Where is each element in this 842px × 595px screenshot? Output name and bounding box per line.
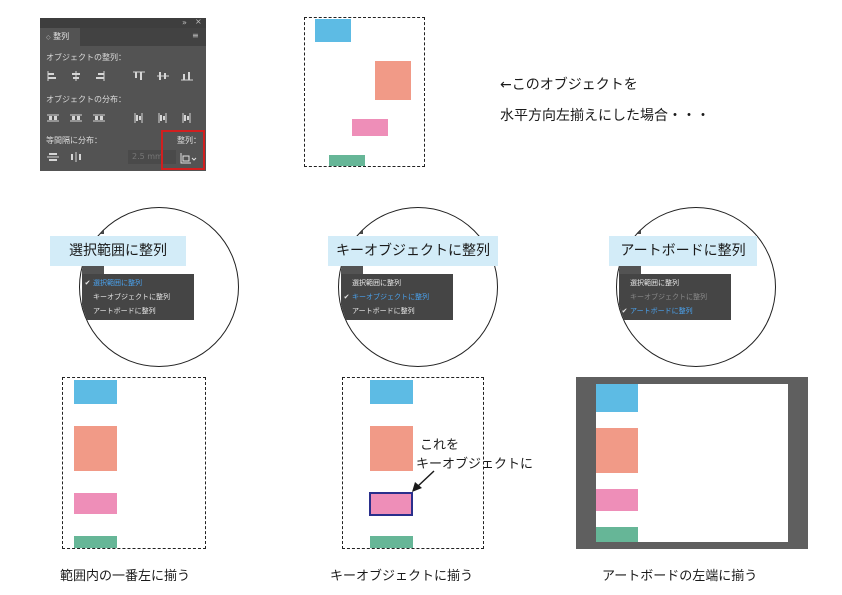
distribute-bottom-button[interactable] xyxy=(93,113,105,123)
align-hcenter-icon xyxy=(72,71,80,81)
distribute-hcenter-icon xyxy=(158,113,167,123)
panel-tab-row: ◇ 整列 ≡ xyxy=(40,28,206,46)
salmon-object[interactable] xyxy=(370,426,413,471)
artboard-result-key-object xyxy=(342,377,484,549)
menu-item-artboard[interactable]: アートボードに整列 xyxy=(352,307,415,315)
artboard-result-artboard xyxy=(596,384,788,542)
banner-selection: 選択範囲に整列 xyxy=(50,236,186,266)
green-object[interactable] xyxy=(370,536,413,548)
distribute-hspace-button[interactable] xyxy=(70,152,82,162)
pink-object[interactable] xyxy=(596,489,638,511)
banner-key-object: キーオブジェクトに整列 xyxy=(328,236,498,266)
distribute-left-icon xyxy=(134,113,143,123)
pink-object[interactable] xyxy=(74,493,117,514)
salmon-object[interactable] xyxy=(375,61,411,100)
menu-item-key-object[interactable]: キーオブジェクトに整列 xyxy=(630,293,707,301)
align-left-icon xyxy=(47,71,56,81)
menu-item-selection[interactable]: ✔選択範囲に整列 xyxy=(82,276,194,290)
artboard-result-selection xyxy=(62,377,206,549)
align-vcenter-button[interactable] xyxy=(157,71,169,81)
distribute-hspace-icon xyxy=(71,152,81,162)
collapse-panel-button[interactable]: » xyxy=(182,18,187,27)
menu-item-selection[interactable]: 選択範囲に整列 xyxy=(630,279,679,287)
panel-crop xyxy=(82,210,104,234)
annotation-line-2: キーオブジェクトに xyxy=(416,457,534,472)
salmon-object[interactable] xyxy=(596,428,638,473)
distribute-top-button[interactable] xyxy=(47,113,59,123)
align-to-dropdown[interactable] xyxy=(180,152,198,167)
distribute-left-button[interactable] xyxy=(133,113,145,123)
arrow-icon xyxy=(412,470,435,492)
green-object[interactable] xyxy=(329,155,365,166)
caption-key-object: キーオブジェクトに揃う xyxy=(330,569,474,584)
tab-diamond-icon: ◇ xyxy=(46,34,51,41)
menu-item-artboard[interactable]: アートボードに整列 xyxy=(93,307,156,315)
distribute-hcenter-button[interactable] xyxy=(157,113,169,123)
align-right-button[interactable] xyxy=(93,71,105,81)
green-object[interactable] xyxy=(74,536,117,548)
panel-menu-icon[interactable]: ≡ xyxy=(192,31,199,40)
distribute-right-icon xyxy=(182,113,191,123)
align-top-icon xyxy=(133,71,145,80)
tab-align-label: 整列 xyxy=(53,32,70,41)
blue-object[interactable] xyxy=(370,380,413,404)
menu-item-key-object[interactable]: キーオブジェクトに整列 xyxy=(93,293,170,301)
caption-artboard: アートボードの左端に揃う xyxy=(602,569,758,584)
tab-align[interactable]: ◇ 整列 xyxy=(40,28,80,46)
menu-item-selection[interactable]: 選択範囲に整列 xyxy=(352,279,401,287)
menu-item-key-object[interactable]: ✔キーオブジェクトに整列 xyxy=(341,290,453,304)
distribute-top-icon xyxy=(47,114,59,122)
banner-artboard: アートボードに整列 xyxy=(609,236,757,266)
align-right-icon xyxy=(96,71,105,81)
align-panel: » × ◇ 整列 ≡ オブジェクトの整列： オブジェクトの分布： 等間隔に分布：… xyxy=(40,17,206,171)
align-to-menu: ✔選択範囲に整列 キーオブジェクトに整列 アートボードに整列 xyxy=(82,274,194,320)
align-vcenter-icon xyxy=(157,72,169,80)
align-to-menu: 選択範囲に整列 キーオブジェクトに整列 ✔アートボードに整列 xyxy=(619,274,731,320)
caption-selection: 範囲内の一番左に揃う xyxy=(60,569,191,584)
distribute-vcenter-icon xyxy=(70,114,82,122)
blue-object[interactable] xyxy=(315,19,351,42)
menu-item-artboard[interactable]: ✔アートボードに整列 xyxy=(619,304,731,318)
artboard-original xyxy=(304,17,425,167)
magnifier-key-object: 選択範囲に整列 ✔キーオブジェクトに整列 アートボードに整列 xyxy=(338,207,498,367)
align-to-menu: 選択範囲に整列 ✔キーオブジェクトに整列 アートボードに整列 xyxy=(341,274,453,320)
distribute-vspace-icon xyxy=(47,153,59,161)
align-bottom-icon xyxy=(181,72,193,81)
panel-title-bar xyxy=(40,18,206,28)
magnifier-artboard: 選択範囲に整列 キーオブジェクトに整列 ✔アートボードに整列 xyxy=(616,207,776,367)
align-to-highlight xyxy=(161,130,205,170)
pink-object[interactable] xyxy=(352,119,388,136)
align-left-button[interactable] xyxy=(47,71,59,81)
distribute-objects-label: オブジェクトの分布： xyxy=(46,95,126,104)
align-top-button[interactable] xyxy=(133,71,145,81)
align-hcenter-button[interactable] xyxy=(70,71,82,81)
align-bottom-button[interactable] xyxy=(181,71,193,81)
distribute-bottom-icon xyxy=(93,114,105,122)
align-objects-label: オブジェクトの整列： xyxy=(46,53,126,62)
green-object[interactable] xyxy=(596,527,638,542)
artboard-result-artboard-pasteboard xyxy=(576,377,808,549)
distribute-vspace-button[interactable] xyxy=(47,152,59,162)
note-line-2: 水平方向左揃えにした場合・・・ xyxy=(500,108,710,124)
blue-object[interactable] xyxy=(74,380,117,404)
check-icon: ✔ xyxy=(343,293,350,301)
note-line-1: ←このオブジェクトを xyxy=(500,77,638,93)
annotation-line-1: これを xyxy=(420,438,460,453)
blue-object[interactable] xyxy=(596,384,638,412)
artboard-align-icon xyxy=(180,153,197,164)
distribute-spacing-label: 等間隔に分布： xyxy=(46,136,102,145)
align-to-label: 整列： xyxy=(177,136,201,145)
check-icon: ✔ xyxy=(84,279,91,287)
panel-crop xyxy=(341,210,363,234)
distribute-right-button[interactable] xyxy=(181,113,193,123)
panel-crop xyxy=(619,210,641,234)
magnifier-selection: ✔選択範囲に整列 キーオブジェクトに整列 アートボードに整列 xyxy=(79,207,239,367)
distribute-vcenter-button[interactable] xyxy=(70,113,82,123)
check-icon: ✔ xyxy=(621,307,628,315)
salmon-object[interactable] xyxy=(74,426,117,471)
close-panel-button[interactable]: × xyxy=(195,17,202,26)
spacing-value-field[interactable]: 2.5 mm xyxy=(128,150,176,164)
key-object[interactable] xyxy=(369,492,413,516)
